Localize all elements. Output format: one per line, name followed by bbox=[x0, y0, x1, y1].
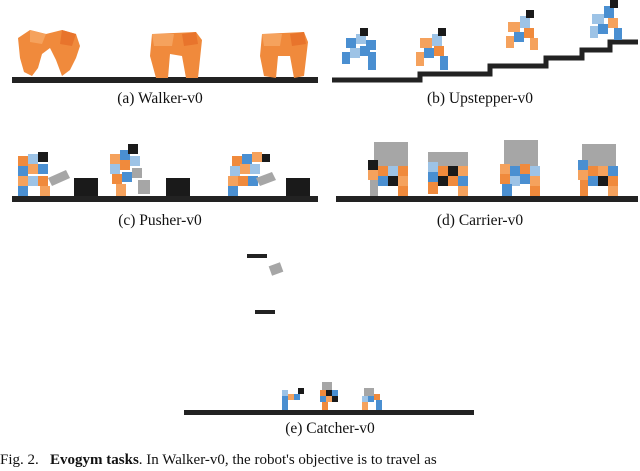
pusher-robot bbox=[228, 152, 276, 196]
pusher-illustration bbox=[12, 144, 318, 202]
upstepper-robot bbox=[416, 28, 448, 70]
panel-walker: (a) Walker-v0 bbox=[0, 0, 320, 115]
panel-upstepper: (b) Upstepper-v0 bbox=[320, 0, 640, 115]
upstepper-robot bbox=[506, 10, 538, 50]
box bbox=[166, 178, 190, 196]
catcher-robot bbox=[282, 388, 304, 410]
catcher-robot bbox=[362, 388, 382, 410]
panel-carrier: (d) Carrier-v0 bbox=[320, 136, 640, 236]
falling-block bbox=[268, 262, 284, 276]
walker-illustration bbox=[12, 30, 318, 83]
upstepper-robot bbox=[590, 0, 622, 40]
platform bbox=[247, 254, 267, 258]
platform bbox=[255, 310, 275, 314]
figure-caption-rest: . In Walker-v0, the robot's objective is… bbox=[138, 452, 437, 468]
caption-upstepper: (b) Upstepper-v0 bbox=[426, 90, 533, 107]
ground bbox=[184, 410, 474, 415]
box bbox=[286, 178, 310, 196]
caption-carrier: (d) Carrier-v0 bbox=[436, 212, 524, 229]
panel-catcher: (e) Catcher-v0 bbox=[170, 248, 490, 443]
panel-pusher: (c) Pusher-v0 bbox=[0, 136, 320, 236]
stairs bbox=[332, 39, 638, 83]
figure-caption-prefix: Fig. 2. bbox=[0, 452, 39, 468]
walker-robot bbox=[150, 32, 202, 78]
caption-walker: (a) Walker-v0 bbox=[117, 90, 203, 107]
catcher-robot bbox=[320, 382, 338, 410]
upstepper-illustration bbox=[332, 0, 638, 83]
box bbox=[74, 178, 98, 196]
caption-pusher: (c) Pusher-v0 bbox=[118, 212, 202, 229]
ground bbox=[12, 196, 318, 202]
ground bbox=[336, 196, 638, 202]
ground bbox=[12, 77, 318, 83]
carrier-illustration bbox=[336, 140, 638, 202]
figure-caption: Fig. 2. Evogym tasks. In Walker-v0, the … bbox=[0, 452, 640, 469]
pusher-robot bbox=[110, 144, 150, 196]
carrier-robot bbox=[428, 152, 468, 196]
carrier-robot bbox=[368, 142, 408, 196]
caption-catcher: (e) Catcher-v0 bbox=[285, 420, 375, 437]
carrier-robot bbox=[578, 144, 618, 196]
walker-robot bbox=[18, 30, 80, 76]
upstepper-robot bbox=[342, 28, 376, 70]
figure-caption-bold: Evogym tasks bbox=[50, 452, 139, 468]
pusher-robot bbox=[18, 152, 70, 196]
walker-robot bbox=[260, 32, 308, 78]
carrier-robot bbox=[500, 140, 540, 196]
catcher-illustration bbox=[184, 254, 474, 415]
